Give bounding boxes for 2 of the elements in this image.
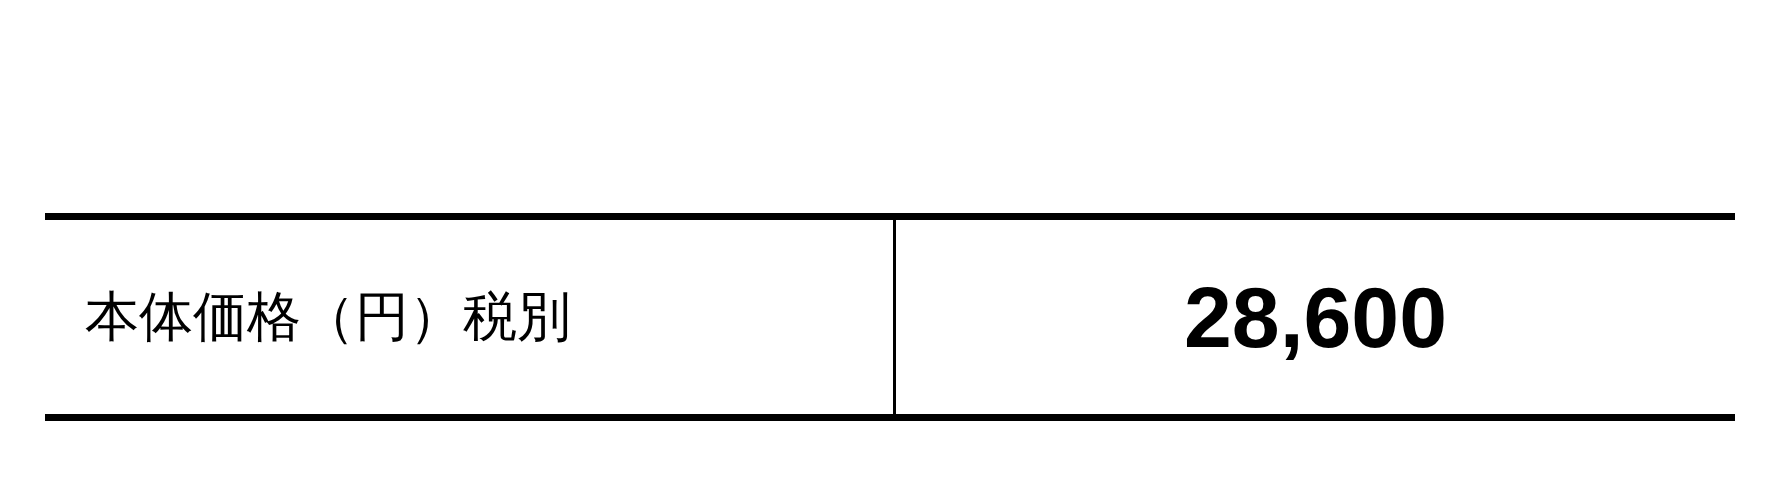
price-value: 28,600 xyxy=(1183,268,1447,365)
price-label: 本体価格（円）税別 xyxy=(85,284,571,348)
